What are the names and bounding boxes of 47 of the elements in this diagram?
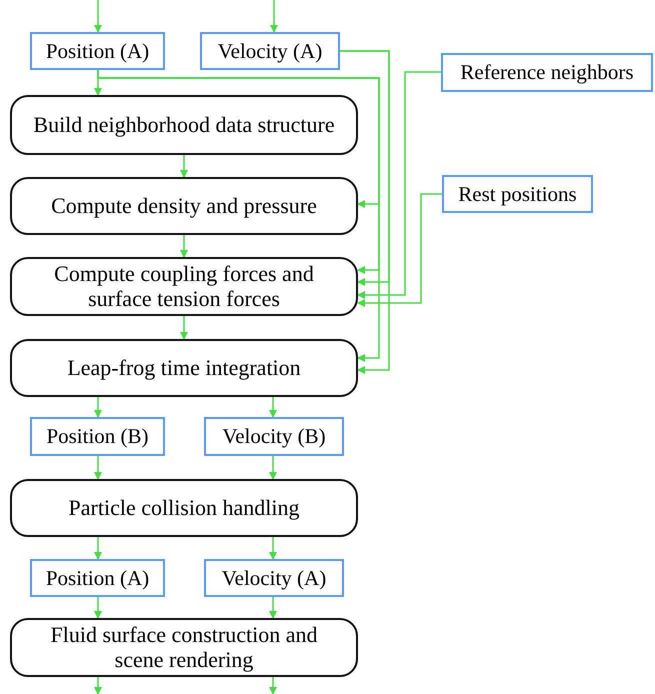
node-label: Rest positions (458, 182, 577, 206)
arrow (269, 597, 277, 619)
node-label: Build neighborhood data structure (33, 112, 335, 138)
arrow (269, 537, 277, 560)
node-label: Particle collision handling (68, 496, 300, 520)
arrow (269, 677, 277, 694)
data-box (200, 32, 340, 70)
node-label: Velocity (A) (218, 38, 322, 64)
node-label: Compute coupling forces and surface tension forces (53, 262, 315, 312)
node-label: Position (A) (46, 38, 150, 64)
node-label: Leap-frog time integration (67, 356, 301, 380)
arrow (270, 0, 278, 33)
arrow (269, 397, 277, 418)
data-box (442, 175, 593, 213)
process-box (10, 618, 358, 677)
process-box (10, 339, 358, 397)
arrow (94, 456, 102, 480)
arrow (94, 0, 102, 33)
arrow (180, 235, 188, 258)
node-label: Position (A) (46, 566, 150, 590)
arrow (94, 537, 102, 560)
data-box (30, 559, 165, 597)
arrow (94, 397, 102, 418)
data-box (441, 53, 653, 92)
node-label: Compute density and pressure (51, 194, 317, 218)
node-label: Reference neighbors (460, 60, 634, 85)
arrow (340, 50, 390, 374)
data-box (204, 559, 344, 597)
process-box (10, 257, 358, 316)
data-box (204, 417, 344, 456)
process-box (10, 95, 358, 155)
arrow (180, 316, 188, 340)
process-box (10, 479, 358, 537)
arrow (94, 677, 102, 694)
arrow (357, 71, 441, 299)
node-label: Velocity (B) (222, 424, 326, 449)
arrow (180, 155, 188, 178)
node-label: Position (B) (46, 424, 149, 449)
arrow (269, 456, 277, 480)
data-box (30, 417, 165, 456)
data-box (30, 32, 165, 70)
node-label: Velocity (A) (222, 566, 326, 590)
arrow (97, 70, 380, 362)
process-box (10, 177, 358, 235)
arrow (94, 597, 102, 619)
arrow (357, 193, 442, 307)
node-label: Fluid surface construction and scene rendering (50, 622, 318, 672)
